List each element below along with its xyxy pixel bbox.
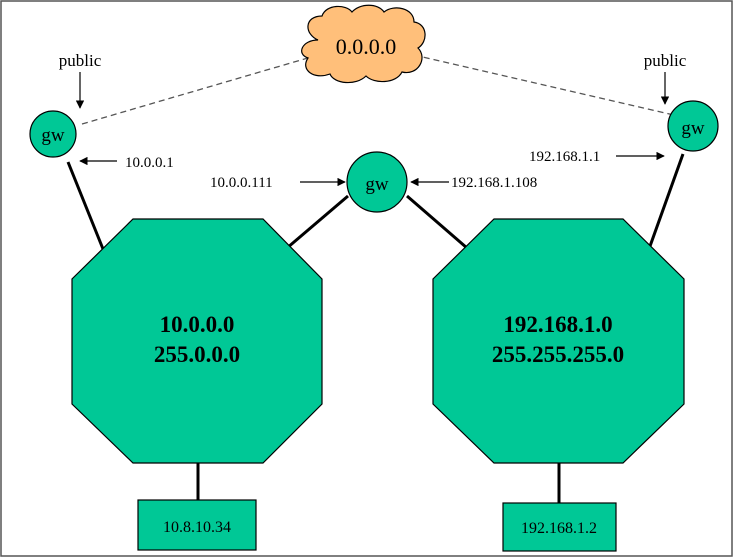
public-label-left: public [59, 51, 102, 70]
host-left-label: 10.8.10.34 [163, 519, 231, 536]
link-middle-gw-left-network [286, 194, 349, 250]
gateway-left-label: gw [41, 125, 65, 146]
host-right: 192.168.1.2 [502, 502, 617, 552]
host-right-label: 192.168.1.2 [521, 520, 597, 537]
dashed-link-left [81, 54, 319, 125]
network-right: 192.168.1.0 255.255.255.0 [432, 218, 685, 464]
interface-middle-gw-left: 10.0.0.111 [210, 175, 273, 191]
cloud-label: 0.0.0.0 [336, 34, 397, 59]
link-right-gw-right-network [647, 153, 685, 250]
dashed-link-right [413, 54, 679, 117]
gateway-right-label: gw [681, 118, 705, 139]
network-left-netmask: 255.0.0.0 [154, 342, 240, 367]
internet-cloud: 0.0.0.0 [301, 4, 426, 84]
gateway-middle: gw [346, 151, 408, 213]
link-middle-gw-right-network [406, 194, 468, 250]
link-left-gw-left-network [66, 161, 105, 250]
interface-left-gw-private: 10.0.0.1 [125, 155, 174, 171]
interface-right-gw-private: 192.168.1.1 [529, 149, 600, 165]
host-left: 10.8.10.34 [137, 499, 257, 551]
public-label-right: public [644, 51, 687, 70]
gateway-middle-label: gw [365, 174, 389, 195]
network-left-address: 10.0.0.0 [160, 312, 235, 337]
interface-middle-gw-right: 192.168.1.108 [451, 175, 537, 191]
gateway-left: gw [29, 110, 77, 158]
network-right-netmask: 255.255.255.0 [492, 342, 624, 367]
gateway-right: gw [667, 100, 719, 152]
network-left: 10.0.0.0 255.0.0.0 [71, 218, 323, 464]
network-right-address: 192.168.1.0 [503, 312, 612, 337]
